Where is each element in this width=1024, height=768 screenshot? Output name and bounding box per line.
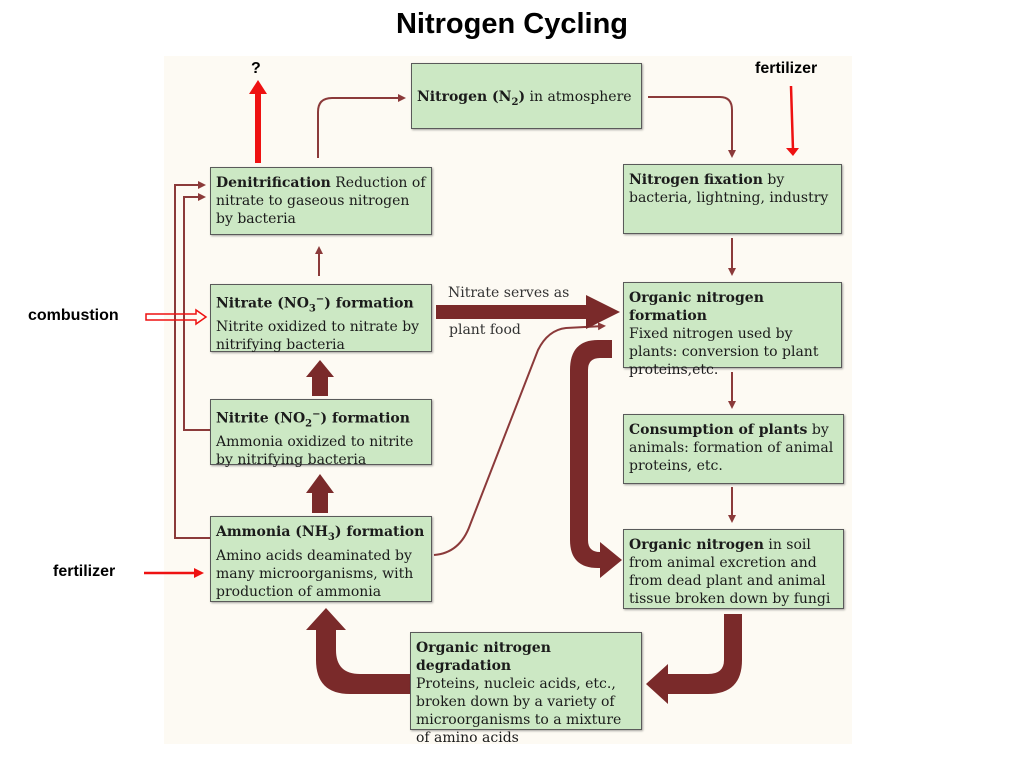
box-atmosphere: Nitrogen (N2) in atmosphere [411,63,642,129]
consumption-rest: by animals: formation of animal proteins… [629,422,834,474]
ammonia-bold-end: ) formation [334,524,425,540]
nitrate-bold-end: ) formation [324,295,414,312]
arrow-ammonia-to-denitrification [174,181,210,539]
organic-soil-bold: Organic nitrogen [629,537,764,553]
organic-soil-rest: in soil from animal excretion and from d… [629,537,831,607]
combustion-label: combustion [28,307,119,324]
box-degradation: Organic nitrogen degradation Proteins, n… [410,632,642,746]
red-arrow-combustion [145,308,208,326]
nitrate-bold: Nitrate (NO [216,295,309,312]
degradation-rest: Proteins, nucleic acids, etc., broken do… [416,676,622,746]
box-nitrite: Nitrite (NO2−) formation Ammonia oxidize… [210,399,432,469]
box-organic-formation: Organic nitrogen formation Fixed nitroge… [623,282,842,378]
fixation-rest: by bacteria, lightning, industry [629,172,829,206]
box-organic-soil: Organic nitrogen in soil from animal exc… [623,529,844,609]
denitrification-rest: Reduction of nitrate to gaseous nitrogen… [216,175,426,227]
fertilizer-top-label: fertilizer [755,60,818,77]
arrow-atmosphere-to-fixation [648,96,736,158]
fertilizer-left-label: fertilizer [53,563,116,580]
nitrite-bold-end: ) formation [320,410,410,427]
atmosphere-rest: in atmosphere [525,89,632,105]
atmosphere-bold: Nitrogen (N [417,89,512,105]
consumption-bold: Consumption of plants [629,422,808,438]
nitrite-bold: Nitrite (NO [216,410,306,427]
thick-arrow-ammonia-to-nitrite [306,474,334,513]
red-arrow-fertilizer-left-head [194,568,204,578]
arrow-ammonia-to-organic-formation [433,322,606,556]
denitrification-bold: Denitrification [216,175,331,191]
ammonia-sub: 3 [327,531,335,543]
red-arrow-question [249,80,267,163]
thick-arrow-nitrite-to-nitrate [306,360,334,396]
box-denitrification: Denitrification Reduction of nitrate to … [210,167,432,235]
organic-formation-bold: Organic nitrogen formation [629,290,764,324]
atmosphere-bold-end: ) [518,89,526,105]
nitrate-rest: Nitrite oxidized to nitrate by nitrifyin… [216,319,420,354]
red-arrow-fertilizer-top-head [786,148,799,156]
box-fixation: Nitrogen fixation by bacteria, lightning… [623,164,842,234]
thick-arrow-degradation-to-ammonia [306,608,410,694]
nitrite-rest: Ammonia oxidized to nitrite by nitrifyin… [216,434,414,469]
question-label: ? [251,60,261,77]
nitrate-sup: − [315,294,325,305]
atmosphere-sub: 2 [511,96,519,108]
nitrate-serves-note: Nitrate serves as [448,285,570,301]
nitrite-sub: 2 [305,418,313,430]
box-ammonia: Ammonia (NH3) formation Amino acids deam… [210,516,432,602]
nitrate-sub: 3 [308,303,316,315]
ammonia-rest: Amino acids deaminated by many microorga… [216,547,414,600]
fixation-bold: Nitrogen fixation [629,172,763,188]
degradation-bold: Organic nitrogen degradation [416,640,551,674]
thick-arrow-nitrate-to-organic-formation [436,295,620,329]
red-arrow-fertilizer-top [789,85,795,151]
thick-arrow-organic-formation-to-soil [570,340,622,578]
thick-arrow-soil-to-degradation [646,614,742,704]
ammonia-bold: Ammonia (NH [216,524,328,540]
nitrite-sup: − [312,409,321,420]
plant-food-note: plant food [449,322,521,338]
box-consumption: Consumption of plants by animals: format… [623,414,844,484]
page-title: Nitrogen Cycling [395,8,628,40]
box-nitrate: Nitrate (NO3−) formation Nitrite oxidize… [210,284,432,354]
organic-formation-rest: Fixed nitrogen used by plants: conversio… [629,326,819,378]
arrow-denitrification-to-atmosphere [317,94,406,158]
